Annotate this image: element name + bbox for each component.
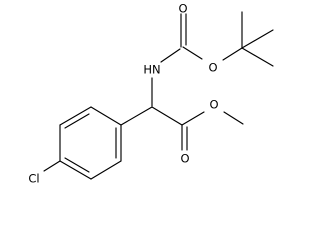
bond-ring-inner-a [64,113,90,129]
bond-ring-2-3 [59,106,92,126]
bond-ring-inner-b [64,157,90,173]
bond-ring-5-6 [90,160,122,180]
bond-alpha-ring [120,106,153,126]
bond-alpha-ester-c [151,106,183,126]
bonds [43,11,274,180]
atom-label-o-ester-boc: O [208,61,217,75]
bond-nh-boc-carbonyl [160,48,181,63]
atom-label-o-methoxy: O [209,98,218,112]
atom-labels: HN O O O O Cl [28,2,218,186]
atom-label-o-carbonyl-ester: O [180,152,189,166]
bond-ring-1-2 [90,106,122,126]
atom-label-o-carbonyl-boc: O [178,2,187,16]
structure-diagram: HN O O O O Cl [28,2,274,186]
bond-tertc-methyl-right [241,29,274,49]
bond-ring-cl [43,160,61,172]
bond-o-methyl [223,111,244,125]
bond-boc-o-tertc [222,47,243,61]
bond-ester-c-o-methoxy [181,111,205,126]
atom-label-nh: HN [143,63,160,77]
bond-boc-c-o-ester [182,46,203,60]
atom-label-cl: Cl [28,172,39,186]
bond-tertc-methyl-down [241,47,274,67]
bond-ring-4-5 [59,160,92,180]
